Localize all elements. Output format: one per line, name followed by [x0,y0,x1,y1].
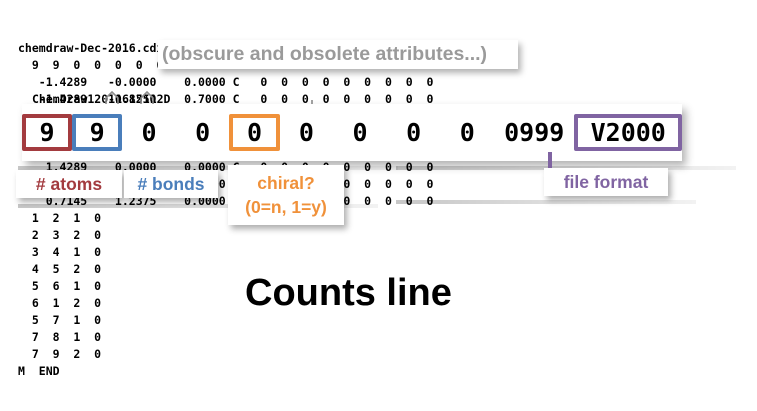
counts-field-obsolete-1: 0 [195,118,211,147]
annotation-file-format-text: file format [563,171,649,192]
counts-field-obsolete-4: 0 [406,118,422,147]
annotation-num-bonds: # bonds [124,170,218,198]
counts-field-num-atoms[interactable]: 9 [22,114,73,151]
counts-line-fields: 9 9 0 0 0 0 0 0 0 0999 V2000 [22,104,683,161]
counts-field-obsolete-5: 0 [459,118,475,147]
annotation-num-bonds-text: # bonds [137,173,205,194]
annotation-file-format: file format [544,168,668,196]
annotation-chiral-text: chiral? [257,173,315,193]
mol-file-header: chemdraw-Dec-2016.cdx ChemDraw1201161511… [18,6,170,142]
label-rail-lower2 [396,200,696,204]
annotation-chiral-subtext: (0=n, 1=y) [245,197,327,217]
counts-field-obsolete-3: 0 [352,118,368,147]
label-rail-left [18,166,398,170]
annotation-num-atoms: # atoms [16,170,122,198]
counts-field-num-bonds[interactable]: 9 [72,114,123,151]
counts-field-chiral-flag[interactable]: 0 [229,114,280,151]
counts-field-atom-lists: 0 [141,118,157,147]
mol-file-name: chemdraw-Dec-2016.cdx [18,41,164,55]
slide-title: Counts line [245,272,452,314]
counts-field-obsolete-2: 0 [298,118,314,147]
mol-program-line: ChemDraw12011615112D [32,92,171,106]
counts-line-strip: 9 9 0 0 0 0 0 0 0 0999 V2000 [22,104,683,161]
obsolete-attributes-callout: (obscure and obsolete attributes...) [158,40,518,69]
counts-field-num-properties: 0999 [504,118,565,147]
label-rail-lower [18,204,378,208]
annotation-chiral: chiral? (0=n, 1=y) [228,165,344,225]
annotation-num-atoms-text: # atoms [35,173,103,194]
counts-field-file-version[interactable]: V2000 [574,114,683,151]
